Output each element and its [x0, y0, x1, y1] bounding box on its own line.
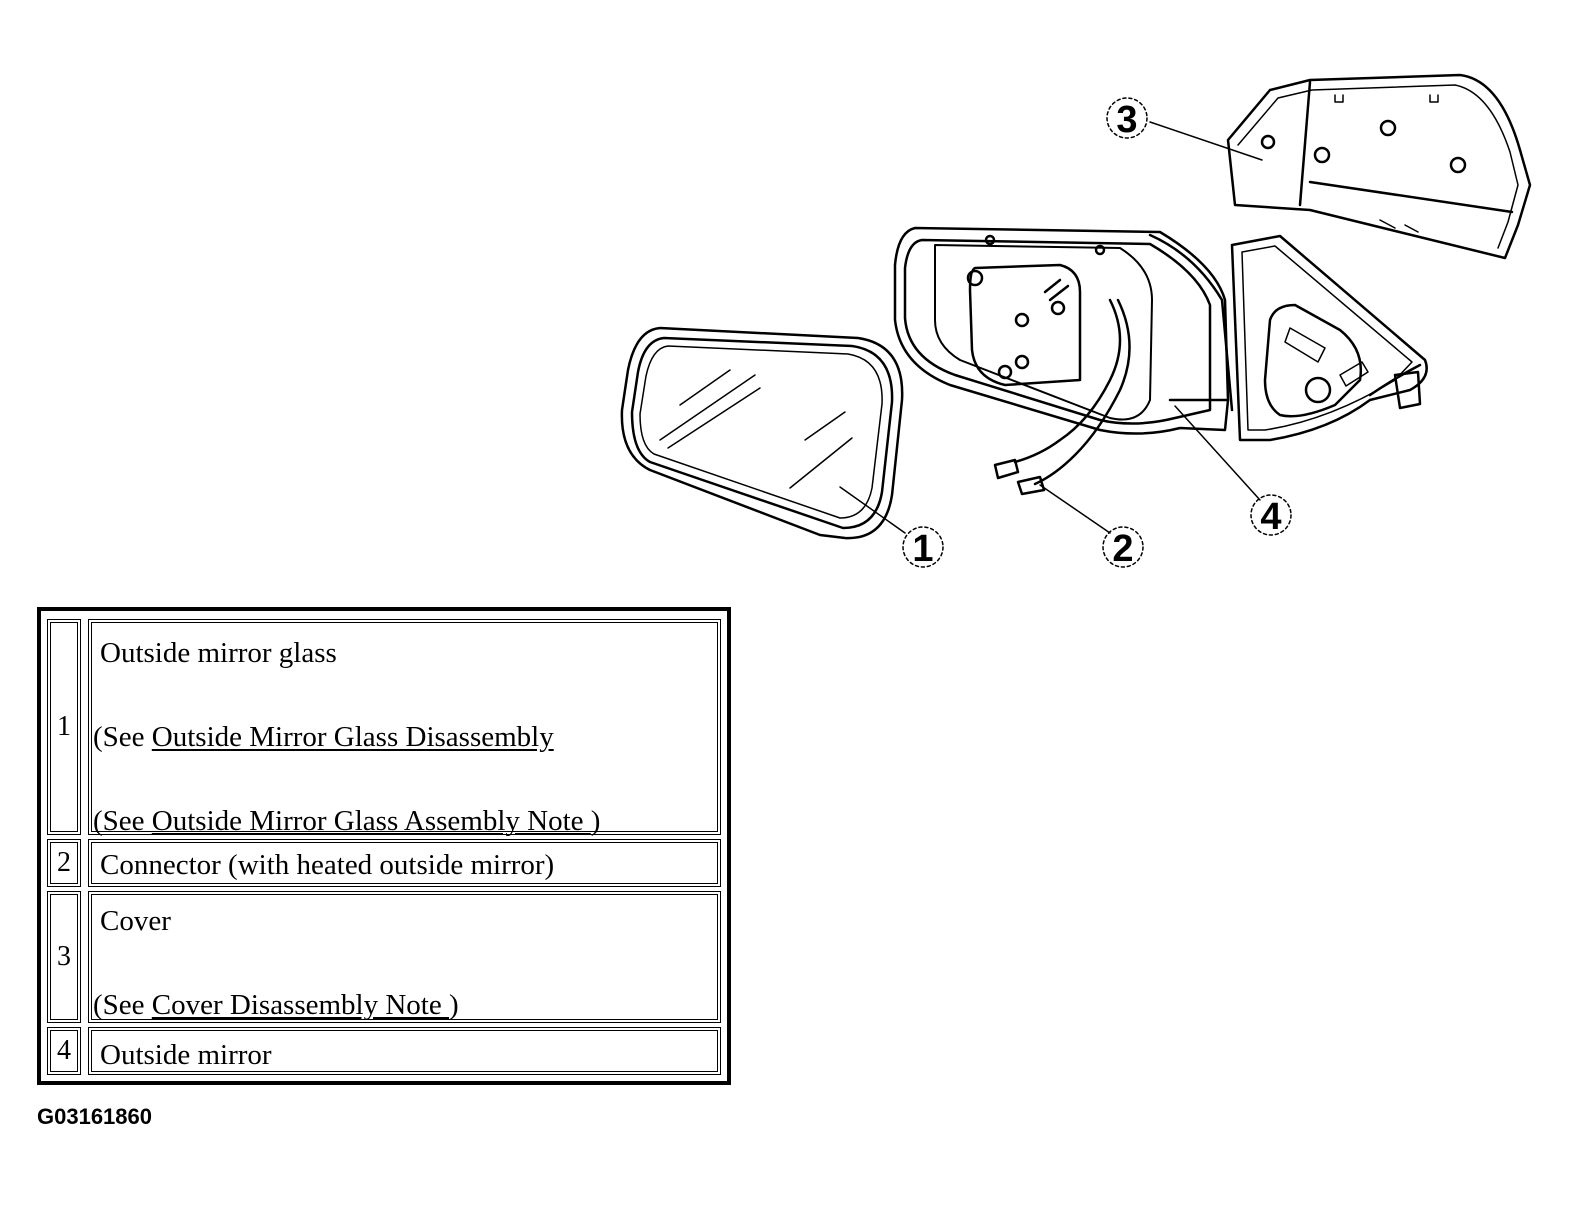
exploded-mirror-diagram: 1 2 3 4	[620, 73, 1532, 570]
legend-reference: (See Outside Mirror Glass Assembly Note …	[93, 807, 600, 836]
outside-mirror-glass-disassembly-link[interactable]: Outside Mirror Glass Disassembly	[151, 721, 554, 753]
legend-row-2: 2 Connector (with heated outside mirror)	[47, 839, 721, 887]
legend-row-1: 1 Outside mirror glass (See Outside Mirr…	[47, 619, 721, 836]
figure-id-label: G03161860	[37, 1104, 152, 1129]
callout-circle-1	[902, 526, 944, 568]
leader-line-1	[839, 486, 906, 534]
callout-label-4: 4	[1260, 496, 1281, 538]
legend-row-4: 4 Outside mirror	[47, 1027, 721, 1075]
legend-item-title: Outside mirror	[100, 1039, 272, 1071]
legend-description-cell: Connector (with heated outside mirror)	[88, 839, 721, 887]
reference-suffix: )	[590, 805, 601, 837]
legend-reference: (See Outside Mirror Glass Disassembly	[93, 723, 554, 752]
legend-item-title: Outside mirror glass	[100, 637, 337, 669]
legend-reference: (See Cover Disassembly Note )	[93, 991, 459, 1020]
outside-mirror-glass-assembly-note-link[interactable]: Outside Mirror Glass Assembly Note	[151, 805, 591, 837]
leader-line-4	[1174, 405, 1261, 501]
legend-item-title: Cover	[100, 905, 171, 937]
reference-suffix: )	[449, 989, 459, 1021]
legend-number-cell: 4	[47, 1027, 81, 1075]
parts-legend-table: 1 Outside mirror glass (See Outside Mirr…	[37, 607, 731, 1085]
legend-item-title: Connector (with heated outside mirror)	[100, 849, 555, 881]
legend-number-cell: 2	[47, 839, 81, 887]
legend-number-cell: 3	[47, 891, 81, 1023]
cover-disassembly-note-link[interactable]: Cover Disassembly Note	[151, 989, 449, 1021]
callout-label-2: 2	[1112, 528, 1133, 570]
reference-prefix: (See	[93, 805, 152, 837]
outside-mirror-part	[893, 226, 1428, 496]
legend-description-cell: Cover (See Cover Disassembly Note )	[88, 891, 721, 1023]
callout-circle-4	[1250, 494, 1292, 536]
legend-row-3: 3 Cover (See Cover Disassembly Note )	[47, 891, 721, 1023]
mirror-glass-part	[620, 326, 904, 540]
callout-circle-3	[1106, 97, 1148, 139]
reference-prefix: (See	[93, 989, 152, 1021]
reference-prefix: (See	[93, 721, 152, 753]
callout-label-1: 1	[912, 528, 933, 570]
callout-circle-2	[1102, 526, 1144, 568]
leader-line-3	[1149, 121, 1263, 161]
legend-description-cell: Outside mirror	[88, 1027, 721, 1075]
legend-number-cell: 1	[47, 619, 81, 835]
legend-description-cell: Outside mirror glass (See Outside Mirror…	[88, 619, 721, 836]
callout-label-3: 3	[1116, 99, 1137, 141]
leader-line-2	[1039, 484, 1111, 534]
cover-part	[1226, 73, 1532, 260]
